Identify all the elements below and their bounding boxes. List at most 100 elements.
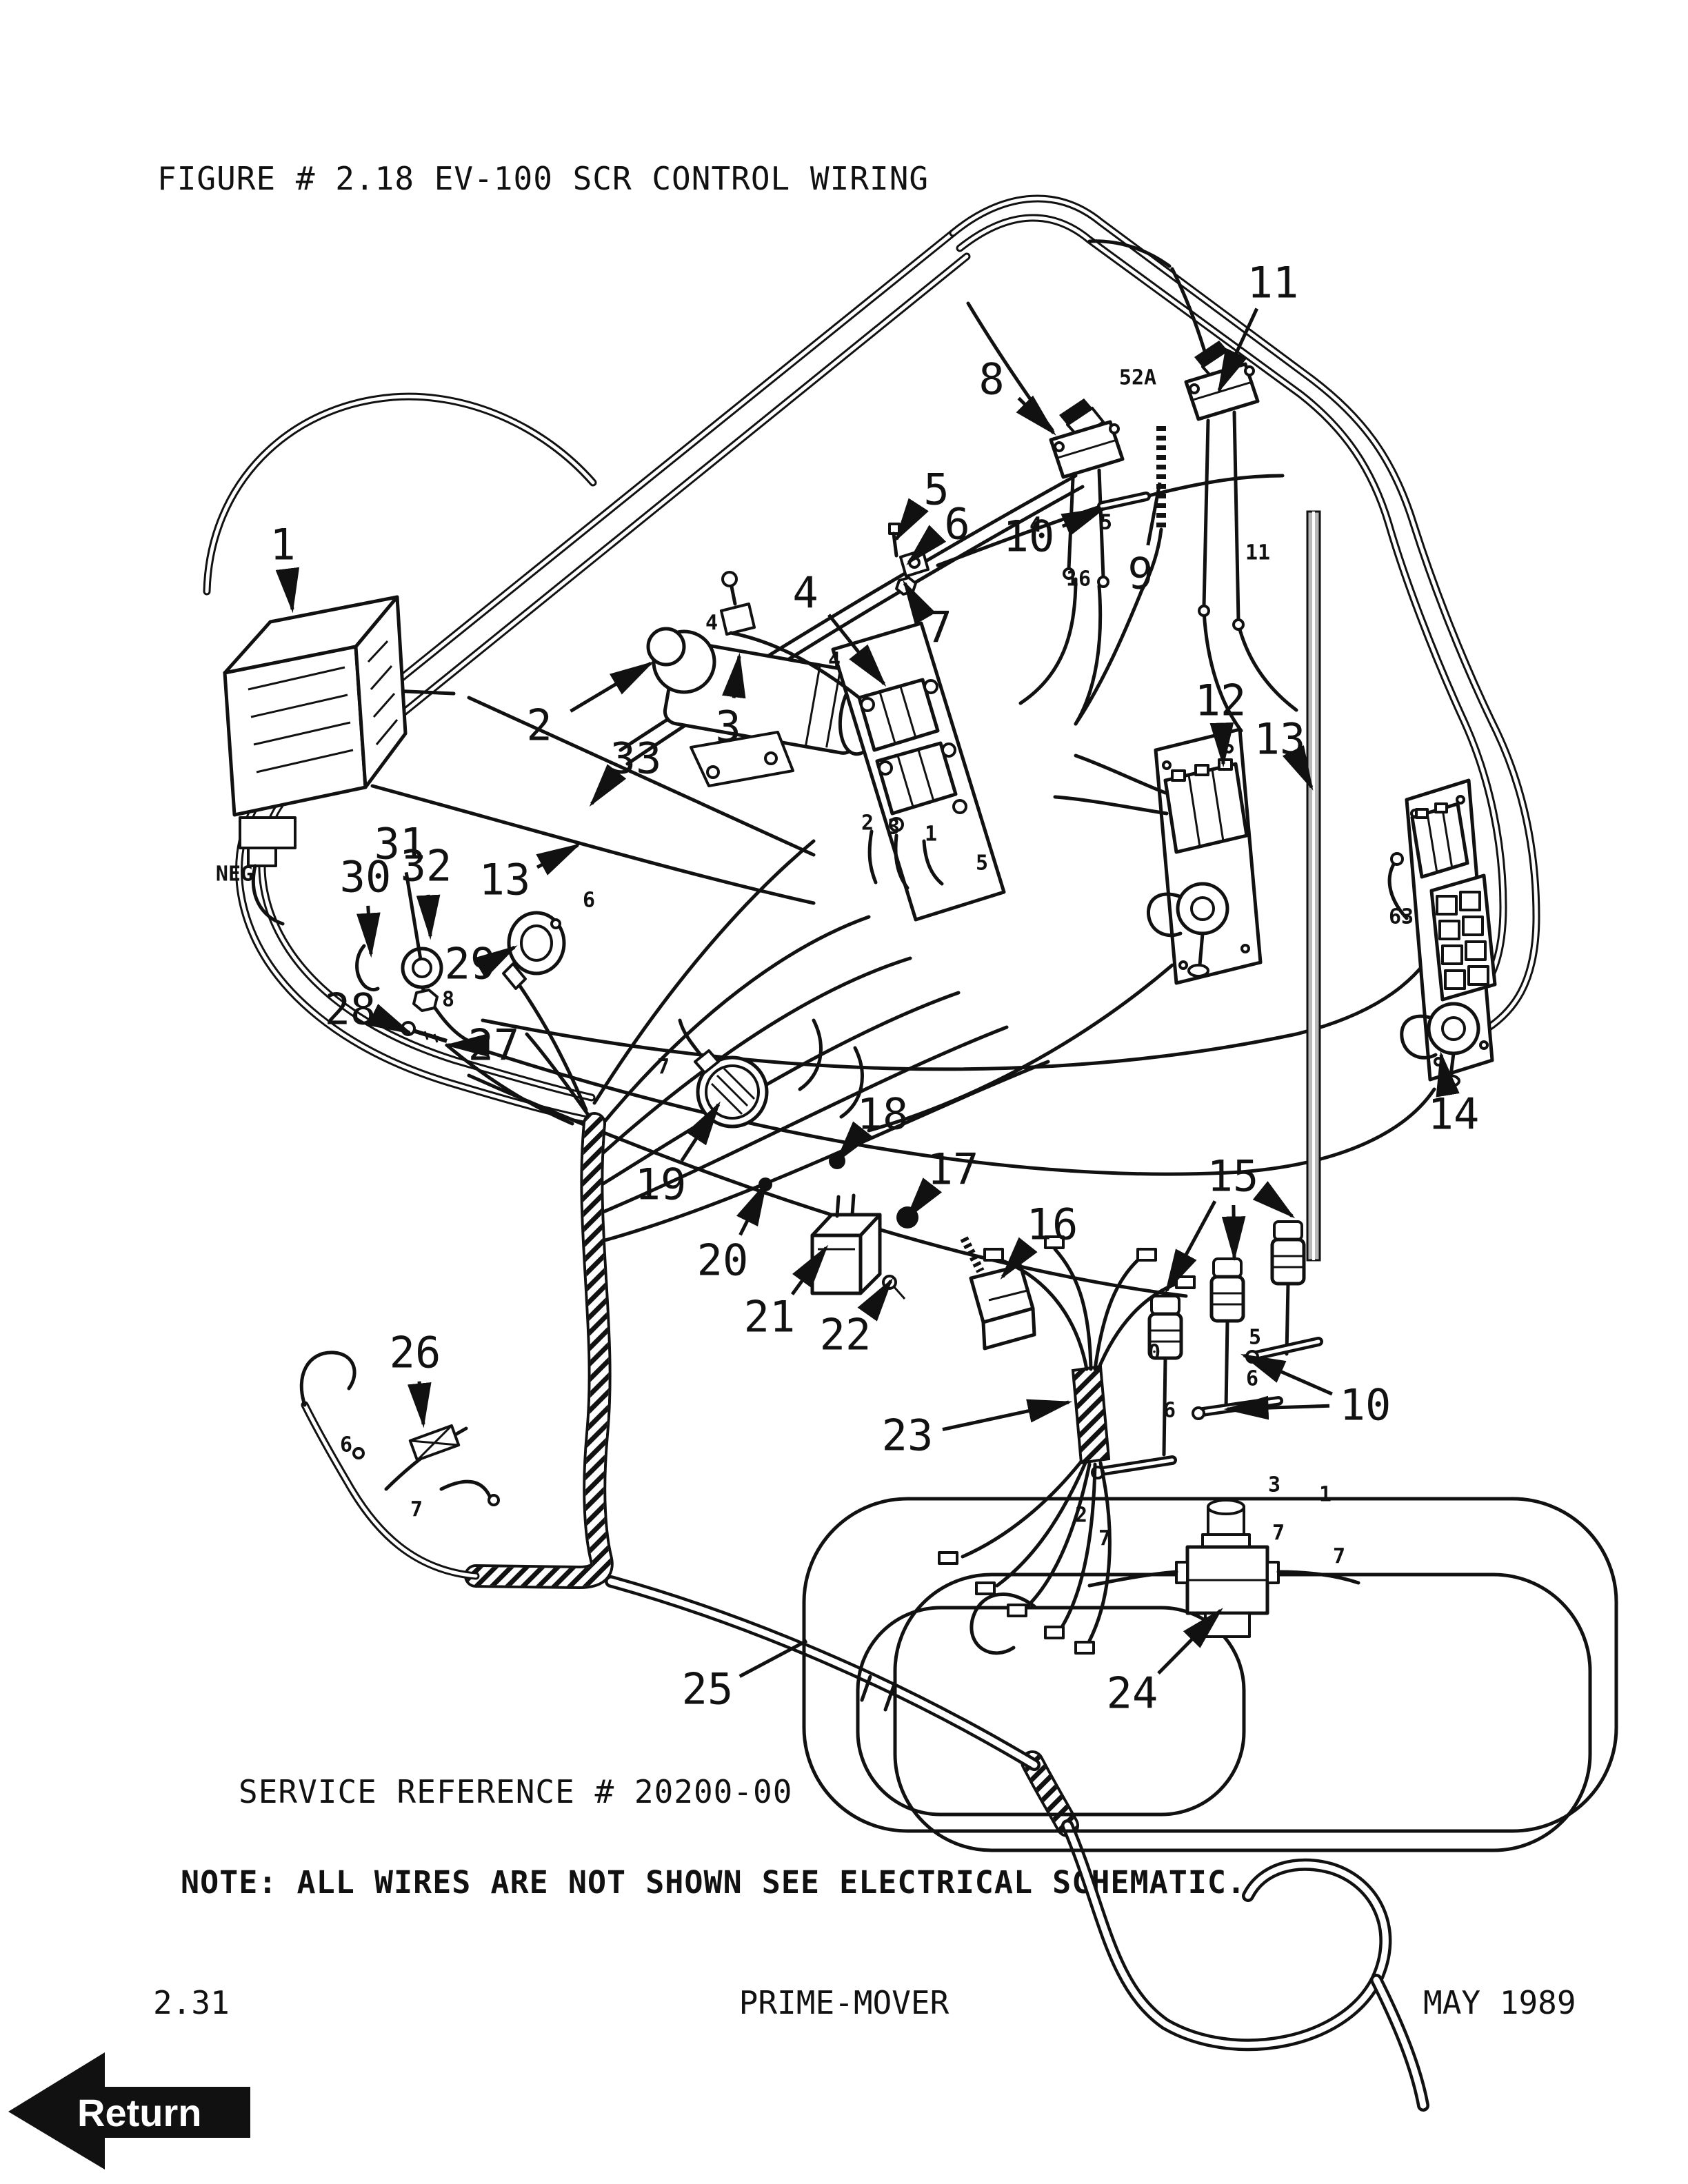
callout-arrow-1 xyxy=(275,567,300,614)
minor-label-63: 63 xyxy=(1389,905,1414,929)
callout-arrow-13 xyxy=(536,843,581,876)
callout-arrow-11 xyxy=(1217,307,1259,394)
minor-label-7: 7 xyxy=(1333,1545,1345,1569)
callout-21: 21 xyxy=(744,1292,796,1342)
callout-arrow-16 xyxy=(1000,1237,1038,1280)
callout-19: 19 xyxy=(635,1160,687,1210)
minor-label-52A: 52A xyxy=(1119,366,1156,390)
callout-7: 7 xyxy=(926,603,952,653)
callout-arrow-14 xyxy=(1436,1051,1460,1098)
splice-connector-10 xyxy=(1097,492,1151,511)
connector-26 xyxy=(352,1424,500,1506)
callout-arrow-8 xyxy=(1016,395,1056,436)
callout-10: 10 xyxy=(1003,512,1055,562)
callout-arrow-31 xyxy=(404,871,423,960)
callout-14: 14 xyxy=(1428,1089,1480,1140)
terminal-hardware xyxy=(888,523,930,596)
minor-label-7: 7 xyxy=(657,1055,670,1080)
callout-arrow-22 xyxy=(857,1277,894,1322)
callout-arrow-12 xyxy=(1209,722,1234,768)
splice-connectors-10 xyxy=(1091,1337,1323,1479)
callout-arrow-4 xyxy=(827,614,887,687)
minor-label-6: 6 xyxy=(1246,1367,1258,1391)
panel-14 xyxy=(1387,778,1497,1088)
callout-6: 6 xyxy=(944,499,969,549)
callout-arrow-7 xyxy=(903,580,936,625)
minor-label-1: 1 xyxy=(1319,1483,1332,1507)
fuses-15 xyxy=(1091,1220,1323,1479)
minor-label-7: 7 xyxy=(410,1498,423,1522)
callout-2: 2 xyxy=(526,700,552,751)
service-reference: SERVICE REFERENCE # 20200-00 xyxy=(239,1773,793,1810)
minor-label-16: 16 xyxy=(1066,567,1091,592)
minor-label-2: 2 xyxy=(861,811,874,836)
toggle-switch-8 xyxy=(1049,398,1125,588)
callout-18: 18 xyxy=(857,1089,909,1140)
callout-20: 20 xyxy=(697,1235,749,1286)
minor-label-4: 4 xyxy=(828,649,841,673)
callout-28: 28 xyxy=(325,984,376,1035)
callout-17: 17 xyxy=(927,1144,979,1195)
minor-label-5: 5 xyxy=(1249,1326,1261,1350)
minor-label-5: 5 xyxy=(1100,511,1112,535)
callout-3: 3 xyxy=(715,702,741,752)
callout-8: 8 xyxy=(978,354,1004,405)
callout-31: 31 xyxy=(374,819,426,869)
vertical-rod-13 xyxy=(1306,510,1321,1262)
callout-arrow-30 xyxy=(356,905,381,958)
minor-label-7: 7 xyxy=(1272,1521,1285,1546)
relay-panel-12 xyxy=(1053,727,1263,985)
callout-25: 25 xyxy=(682,1664,734,1715)
return-button[interactable]: Return xyxy=(8,2052,250,2170)
page-number: 2.31 xyxy=(153,1984,230,2021)
callout-arrow-33 xyxy=(589,764,627,807)
callout-32: 32 xyxy=(401,841,452,891)
callout-arrow-18 xyxy=(834,1121,872,1164)
callout-arrow-9 xyxy=(1146,482,1162,546)
callout-arrow-21 xyxy=(790,1244,829,1295)
minor-label-4: 4 xyxy=(1029,514,1042,538)
callout-arrow-10 xyxy=(1240,1353,1333,1396)
callout-23: 23 xyxy=(882,1410,934,1461)
callout-11: 11 xyxy=(1247,258,1299,308)
callout-arrow-10 xyxy=(1223,1395,1330,1420)
minor-label-5: 5 xyxy=(976,851,988,876)
minor-label-8: 8 xyxy=(442,988,454,1012)
minor-label-6: 6 xyxy=(583,889,595,913)
minor-label-0: 0 xyxy=(1148,1341,1160,1365)
minor-label-4: 4 xyxy=(705,611,718,636)
minor-label-2: 2 xyxy=(1075,1504,1087,1528)
key-switch-cluster xyxy=(355,911,566,1043)
callout-arrow-2 xyxy=(570,661,654,713)
callout-arrow-28 xyxy=(367,1004,413,1035)
minor-label-6: 6 xyxy=(340,1433,352,1457)
callout-16: 16 xyxy=(1027,1200,1078,1250)
callout-9: 9 xyxy=(1127,549,1153,599)
callout-5: 5 xyxy=(923,465,949,515)
minor-label-3: 3 xyxy=(887,816,900,840)
callout-10: 10 xyxy=(1340,1380,1391,1430)
pump-motor-assembly xyxy=(646,571,885,787)
callout-33: 33 xyxy=(610,734,662,784)
callout-22: 22 xyxy=(820,1310,872,1360)
callout-arrow-10 xyxy=(1061,507,1107,536)
callout-24: 24 xyxy=(1107,1668,1158,1719)
footer-date: MAY 1989 xyxy=(1423,1984,1576,2021)
switch-16 xyxy=(960,1236,1036,1351)
callout-arrow-17 xyxy=(905,1177,943,1221)
scr-control-unit xyxy=(223,595,408,926)
callout-29: 29 xyxy=(445,939,496,989)
minor-label-1: 1 xyxy=(925,822,937,847)
minor-label-NEG: NEG xyxy=(216,862,253,887)
callout-arrow-25 xyxy=(738,1639,808,1678)
callout-30: 30 xyxy=(340,852,392,902)
callout-arrow-24 xyxy=(1157,1608,1223,1675)
callout-arrow-26 xyxy=(407,1381,432,1428)
minor-label-7: 7 xyxy=(1098,1527,1111,1551)
note-text: NOTE: ALL WIRES ARE NOT SHOWN SEE ELECTR… xyxy=(181,1864,1247,1901)
callout-arrow-3 xyxy=(722,652,746,699)
callout-13: 13 xyxy=(479,855,531,905)
callout-1: 1 xyxy=(270,520,295,570)
